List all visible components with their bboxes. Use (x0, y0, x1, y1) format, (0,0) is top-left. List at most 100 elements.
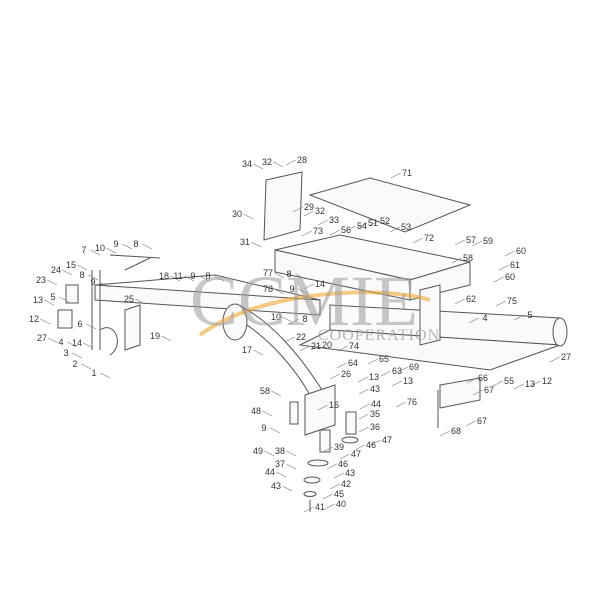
leader-line (317, 404, 328, 411)
callout-77: 77 (263, 268, 273, 278)
pin-39 (319, 429, 331, 453)
callout-14: 14 (72, 338, 82, 348)
leader-line (88, 274, 99, 281)
callout-47: 47 (351, 449, 361, 459)
upright-6 (91, 270, 101, 350)
leader-line (451, 257, 462, 264)
leader-line (454, 239, 465, 246)
callout-42: 42 (341, 479, 351, 489)
leader-line (333, 472, 344, 479)
leader-line (48, 337, 59, 344)
leader-line (380, 370, 391, 377)
callout-47: 47 (382, 435, 392, 445)
leader-line (367, 358, 378, 365)
callout-73: 73 (313, 226, 323, 236)
callout-19: 19 (150, 331, 160, 341)
callout-23: 23 (36, 275, 46, 285)
callout-74: 74 (349, 341, 359, 351)
callout-60: 60 (505, 272, 515, 282)
watermark-arc (198, 290, 431, 337)
leader-line (243, 213, 254, 220)
leader-line (282, 316, 293, 323)
callout-4: 4 (482, 313, 487, 323)
callout-25: 25 (124, 294, 134, 304)
callout-28: 28 (297, 155, 307, 165)
callout-46: 46 (338, 459, 348, 469)
leader-line (495, 300, 506, 307)
rod-10 (109, 254, 161, 259)
callout-13: 13 (369, 372, 379, 382)
leader-line (324, 503, 335, 510)
callout-21: 21 (311, 341, 321, 351)
leader-line (454, 298, 465, 305)
callout-13: 13 (525, 379, 535, 389)
leader-line (357, 376, 368, 383)
leader-line (253, 349, 264, 356)
leader-line (276, 471, 287, 478)
leader-line (251, 241, 262, 248)
callout-32: 32 (262, 157, 272, 167)
washer-45 (303, 491, 317, 497)
leader-line (395, 401, 406, 408)
leader-line (301, 230, 312, 237)
rear-eye (552, 317, 568, 347)
callout-27: 27 (37, 333, 47, 343)
leader-line (390, 172, 401, 179)
callout-2: 2 (72, 359, 77, 369)
callout-35: 35 (370, 409, 380, 419)
leader-line (471, 240, 482, 247)
callout-7: 7 (81, 245, 86, 255)
callout-40: 40 (336, 499, 346, 509)
leader-line (285, 159, 296, 166)
callout-41: 41 (315, 502, 325, 512)
watermark-logo: CCMIE (190, 261, 418, 341)
callout-63: 63 (392, 366, 402, 376)
callout-5: 5 (50, 292, 55, 302)
callout-8: 8 (133, 239, 138, 249)
callout-62: 62 (466, 294, 476, 304)
callout-76: 76 (407, 397, 417, 407)
leader-line (549, 356, 560, 363)
leader-line (142, 243, 153, 250)
leader-line (354, 444, 365, 451)
callout-3: 3 (63, 348, 68, 358)
callout-9: 9 (261, 423, 266, 433)
leader-line (389, 226, 400, 233)
callout-58: 58 (260, 386, 270, 396)
leader-line (199, 275, 210, 282)
callout-43: 43 (271, 481, 281, 491)
callout-9: 9 (289, 284, 294, 294)
callout-9: 9 (90, 277, 95, 287)
leader-line (345, 225, 356, 232)
callout-33: 33 (329, 215, 339, 225)
leader-line (106, 247, 117, 254)
leader-line (368, 220, 379, 227)
callout-13: 13 (403, 376, 413, 386)
callout-64: 64 (348, 358, 358, 368)
watermark-subtitle: COOPERATION (318, 327, 440, 344)
leader-line (170, 275, 181, 282)
callout-65: 65 (379, 354, 389, 364)
callout-51: 51 (368, 218, 378, 228)
callout-32: 32 (315, 206, 325, 216)
callout-66: 66 (478, 373, 488, 383)
box-67 (439, 377, 481, 409)
callout-55: 55 (504, 376, 514, 386)
callout-8: 8 (205, 271, 210, 281)
leader-line (504, 250, 515, 257)
leader-line (295, 273, 306, 280)
callout-6: 6 (77, 319, 82, 329)
leader-line (292, 206, 303, 213)
leader-line (299, 345, 310, 352)
leader-lines (40, 159, 560, 513)
callout-27: 27 (561, 352, 571, 362)
callout-67: 67 (484, 385, 494, 395)
leader-line (298, 288, 309, 295)
leader-line (264, 450, 275, 457)
callout-29: 29 (304, 202, 314, 212)
leader-line (492, 380, 503, 387)
leader-line (465, 420, 476, 427)
callout-11: 11 (173, 271, 182, 281)
leader-line (358, 426, 369, 433)
bushing-36 (345, 411, 357, 435)
